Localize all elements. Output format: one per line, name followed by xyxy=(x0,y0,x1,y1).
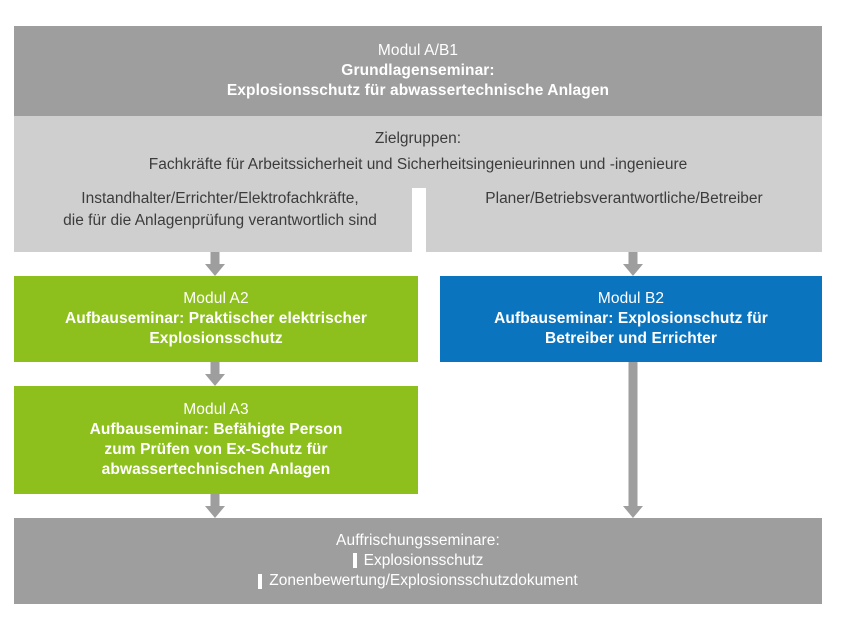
module-a2-title: Modul A2 xyxy=(183,289,249,307)
bullet-icon xyxy=(258,573,263,589)
module-ab1-title: Modul A/B1 xyxy=(377,41,459,59)
module-ab1-subtitle-line1: Grundlagenseminar: xyxy=(341,61,495,79)
refresher-title: Auffrischungsseminare: xyxy=(336,531,500,549)
module-ab1-box: Modul A/B1 Grundlagenseminar: Explosions… xyxy=(14,26,822,116)
module-a2-subtitle-line2: Explosionsschutz xyxy=(149,330,283,348)
module-b2-box: Modul B2 Aufbauseminar: Explosionschutz … xyxy=(440,276,822,362)
target-group-left-line1: Instandhalter/Errichter/Elektrofachkräft… xyxy=(81,190,359,207)
arrow-stem xyxy=(628,362,638,506)
module-a3-subtitle-line1: Aufbauseminar: Befähigte Person xyxy=(89,420,343,438)
arrow-stem xyxy=(210,494,220,506)
target-groups-common-text: Fachkräfte für Arbeitssicherheit und Sic… xyxy=(148,156,688,173)
refresher-seminars-box: Auffrischungsseminare: Explosionsschutz … xyxy=(14,518,822,604)
module-a2-subtitle-line1: Aufbauseminar: Praktischer elektrischer xyxy=(65,309,367,327)
refresher-item-1-label: Explosionsschutz xyxy=(363,551,484,569)
bullet-icon xyxy=(352,553,357,569)
module-ab1-subtitle-line2: Explosionsschutz für abwassertechnische … xyxy=(226,82,610,100)
module-b2-subtitle-line1: Aufbauseminar: Explosionschutz für xyxy=(494,309,768,327)
module-a2-box: Modul A2 Aufbauseminar: Praktischer elek… xyxy=(14,276,418,362)
arrow-head-icon xyxy=(205,264,225,276)
target-group-right-column: Planer/Betriebsverantwortliche/Betreiber xyxy=(426,188,822,210)
refresher-item-2: Zonenbewertung/Explosionsschutzdokument xyxy=(258,571,578,591)
module-b2-subtitle-line2: Betreiber und Errichter xyxy=(545,330,717,348)
module-a3-title: Modul A3 xyxy=(183,400,249,418)
arrow-head-icon xyxy=(623,264,643,276)
target-groups-separator xyxy=(412,188,426,252)
arrow-stem xyxy=(628,252,638,264)
target-groups-heading: Zielgruppen: xyxy=(374,130,462,147)
arrow-stem xyxy=(210,362,220,374)
target-group-left-line2: die für die Anlagenprüfung verantwortlic… xyxy=(63,212,377,230)
refresher-item-1: Explosionsschutz xyxy=(352,551,484,571)
target-groups-box: Zielgruppen: Fachkräfte für Arbeitssiche… xyxy=(14,116,822,252)
arrow-head-icon xyxy=(205,506,225,518)
module-b2-title: Modul B2 xyxy=(597,289,665,307)
module-a3-subtitle-line3: abwassertechnischen Anlagen xyxy=(101,461,331,479)
arrow-stem xyxy=(210,252,220,264)
target-group-left-column: Instandhalter/Errichter/Elektrofachkräft… xyxy=(28,188,412,233)
module-a3-box: Modul A3 Aufbauseminar: Befähigte Person… xyxy=(14,386,418,494)
arrow-head-icon xyxy=(205,374,225,386)
module-a3-subtitle-line2: zum Prüfen von Ex-Schutz für xyxy=(104,441,328,458)
target-group-right-line1: Planer/Betriebsverantwortliche/Betreiber xyxy=(485,190,763,207)
refresher-item-2-label: Zonenbewertung/Explosionsschutzdokument xyxy=(269,572,578,590)
arrow-head-icon xyxy=(623,506,643,518)
